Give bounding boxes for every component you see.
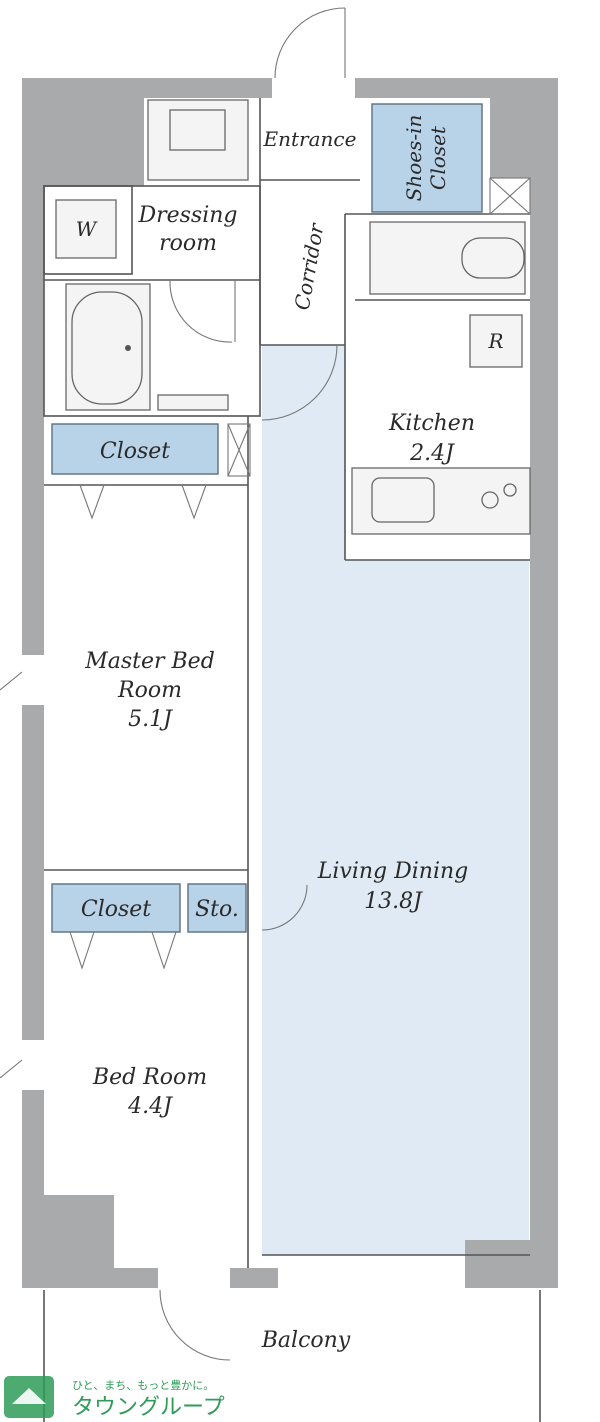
washbasin-icon <box>147 99 249 181</box>
living-label: Living Dining <box>317 859 469 884</box>
window-swing-bed <box>0 1059 23 1079</box>
bedroom-label: Bed Room <box>92 1065 207 1090</box>
closet-top <box>51 423 219 475</box>
svg-text:ひと、まち、もっと豊かに。: ひと、まち、もっと豊かに。 <box>72 1379 214 1392</box>
corridor-door-swing <box>261 344 338 421</box>
corridor-label: Corridor <box>290 220 329 312</box>
kitchen-size: 2.4J <box>409 441 455 466</box>
storage-box <box>187 883 247 933</box>
entrance-label: Entrance <box>263 127 357 151</box>
exterior-walls <box>22 78 558 1288</box>
shoes-closet-label: Shoes-in Closet <box>402 115 450 202</box>
living-size: 13.8J <box>364 889 423 914</box>
master-label-1: Master Bed <box>84 649 215 674</box>
svg-text:Closet: Closet <box>426 125 450 190</box>
entrance-door <box>274 7 346 79</box>
interior-partitions <box>43 98 530 1268</box>
closet-bottom-label: Closet <box>81 897 151 922</box>
balcony-label: Balcony <box>261 1328 351 1353</box>
balcony-door-swing <box>159 1289 231 1361</box>
storage-label: Sto. <box>195 897 239 922</box>
toilet-icon <box>369 221 526 295</box>
closet-door-marks <box>69 484 207 970</box>
window-swing-master <box>0 671 23 691</box>
master-size: 5.1J <box>128 707 173 732</box>
svg-text:Shoes-in: Shoes-in <box>402 115 426 202</box>
kitchen-label: Kitchen <box>388 411 475 436</box>
closet-bottom <box>51 883 181 933</box>
master-label-2: Room <box>117 678 182 703</box>
washer-box <box>55 199 117 259</box>
dressing-label-1: Dressing <box>137 203 237 228</box>
kitchen-counter-icon <box>351 467 531 535</box>
washer-label: W <box>76 217 98 241</box>
bedroom-size: 4.4J <box>127 1094 173 1119</box>
fridge-box <box>469 314 523 368</box>
shaft-icon <box>227 177 531 477</box>
fridge-label: R <box>487 329 503 353</box>
dressing-label-2: room <box>159 231 217 256</box>
storage-door-swing <box>261 884 308 931</box>
dressing-door-swing <box>169 279 233 343</box>
closet-top-label: Closet <box>100 439 170 464</box>
svg-text:タウングループ: タウングループ <box>72 1395 225 1420</box>
town-group-logo: ひと、まち、もっと豊かに。 タウングループ <box>4 1376 225 1420</box>
shoes-closet <box>371 103 483 213</box>
bathtub-icon <box>65 283 229 411</box>
